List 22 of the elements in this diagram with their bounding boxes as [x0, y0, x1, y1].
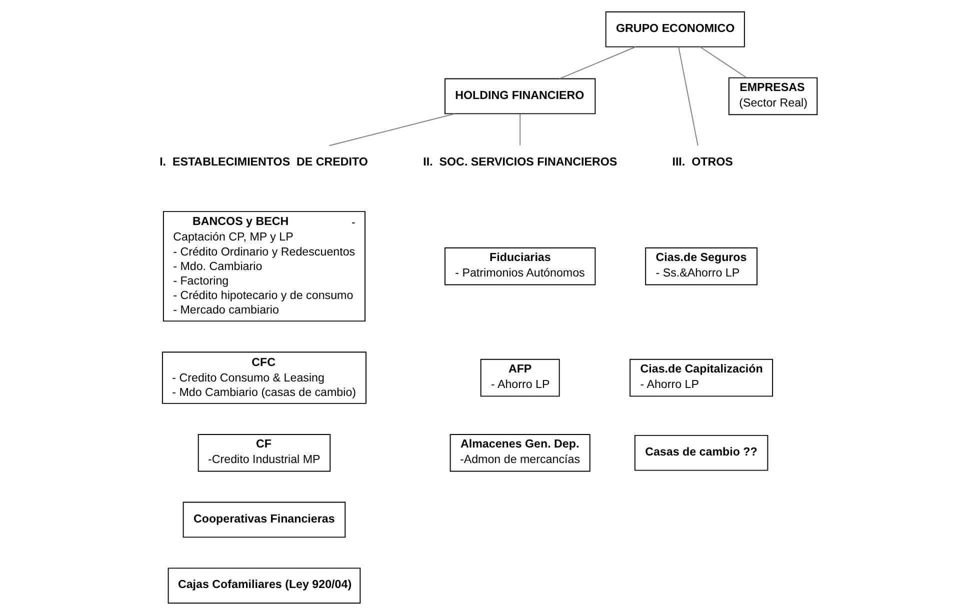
node-box: GRUPO ECONOMICO — [605, 11, 745, 48]
node-box: CF -Credito Industrial MP — [198, 434, 331, 472]
node-box: Cias.de Capitalización - Ahorro LP — [630, 358, 774, 397]
node-box: Almacenes Gen. Dep. -Admon de mercancías — [450, 434, 590, 472]
node-box: Cooperativas Financieras — [182, 502, 346, 538]
node-text: II. SOC. SERVICIOS FINANCIEROS — [423, 156, 618, 169]
node-box: CFC - Credito Consumo & Leasing - Mdo Cambiario (casas de cambio) — [162, 352, 366, 404]
connector — [700, 46, 747, 78]
connector — [520, 113, 521, 146]
node-box: HOLDING FINANCIERO — [444, 78, 596, 114]
node-box: Cajas Cofamiliares (Ley 920/04) — [168, 568, 361, 604]
node-box: BANCOS y BECH - Captación CP, MP y LP - Crédito Ordinario y Redescuentos - Mdo. Cambiario - Factoring - Crédito hipotecario y de consumo - Mercado cambiario — [162, 211, 366, 322]
connector — [678, 46, 698, 146]
connector — [559, 46, 636, 80]
node-text: III. OTROS — [672, 156, 733, 169]
connector — [328, 113, 456, 146]
node-box: EMPRESAS (Sector Real) — [728, 77, 818, 116]
node-box: Casas de cambio ?? — [634, 434, 768, 471]
node-box: Fiduciarias - Patrimonios Autónomos — [444, 247, 596, 286]
node-box: Cias.de Seguros - Ss.&Ahorro LP — [645, 247, 758, 286]
node-box: AFP - Ahorro LP — [480, 358, 560, 397]
node-text: I. ESTABLECIMIENTOS DE CREDITO — [160, 156, 368, 169]
